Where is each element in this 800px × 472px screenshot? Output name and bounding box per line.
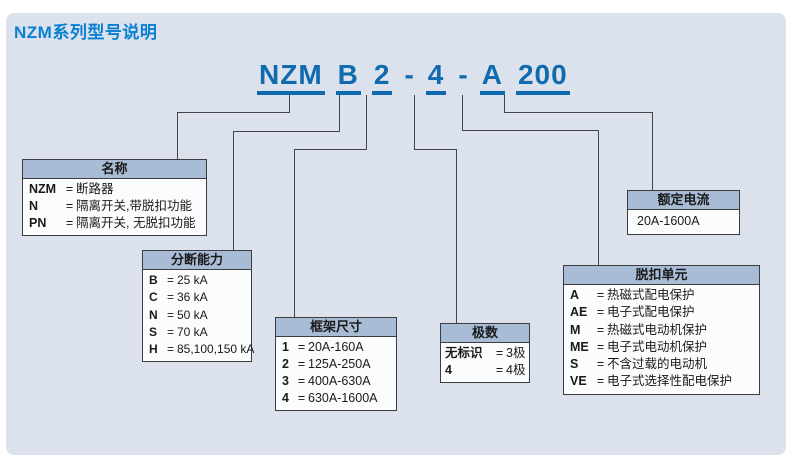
poles-row: 无标识=3极 bbox=[445, 346, 526, 360]
connector-line bbox=[233, 131, 340, 132]
connector-line bbox=[339, 95, 340, 131]
trip-row: AE=电子式配电保护 bbox=[570, 305, 695, 320]
model-segment-200: 200 bbox=[515, 61, 570, 95]
connector-line bbox=[177, 112, 178, 159]
breaking-row: H=85,100,150 kA bbox=[149, 342, 255, 357]
breaking-row: B=25 kA bbox=[149, 273, 208, 287]
model-dash: - bbox=[458, 59, 468, 90]
frame-row: 3=400A-630A bbox=[282, 374, 371, 388]
connector-line bbox=[504, 112, 652, 113]
model-segment-a: A bbox=[479, 61, 505, 95]
poles-box-header: 极数 bbox=[441, 324, 529, 343]
name-row: NZM=断路器 bbox=[29, 182, 114, 196]
rated-current-box-header: 额定电流 bbox=[628, 191, 739, 210]
frame-row: 2=125A-250A bbox=[282, 357, 371, 371]
breaking-capacity-box: 分断能力 B=25 kA C=36 kA N=50 kA S=70 kA H=8… bbox=[142, 250, 255, 363]
model-segment-4: 4 bbox=[425, 61, 447, 95]
page-title: NZM系列型号说明 bbox=[14, 23, 158, 42]
trip-row: S=不含过载的电动机 bbox=[570, 357, 708, 372]
trip-row: A=热磁式配电保护 bbox=[570, 288, 695, 302]
breaking-row: C=36 kA bbox=[149, 290, 208, 305]
breaking-capacity-box-header: 分断能力 bbox=[143, 251, 251, 270]
connector-line bbox=[598, 130, 599, 265]
connector-line bbox=[504, 95, 505, 112]
connector-line bbox=[414, 95, 415, 149]
connector-line bbox=[177, 112, 290, 113]
breaking-row: N=50 kA bbox=[149, 307, 208, 322]
frame-row: 1=20A-160A bbox=[282, 340, 364, 354]
connector-line bbox=[652, 112, 653, 190]
frame-row: 4=630A-1600A bbox=[282, 391, 378, 405]
trip-unit-box: 脱扣单元 A=热磁式配电保护 AE=电子式配电保护 M=热磁式电动机保护 ME=… bbox=[563, 265, 760, 395]
name-row: PN=隔离开关, 无脱扣功能 bbox=[29, 216, 196, 230]
connector-line bbox=[233, 131, 234, 250]
name-box-header: 名称 bbox=[23, 160, 206, 179]
connector-line bbox=[366, 95, 367, 149]
trip-row: ME=电子式电动机保护 bbox=[570, 339, 708, 354]
rated-current-value: 20A-1600A bbox=[637, 214, 700, 228]
poles-row: 4=4极 bbox=[445, 363, 526, 377]
frame-size-box: 框架尺寸 1=20A-160A 2=125A-250A 3=400A-630A … bbox=[275, 317, 397, 411]
model-segment-nzm: NZM bbox=[257, 61, 325, 95]
breaking-row: S=70 kA bbox=[149, 324, 208, 339]
poles-box: 极数 无标识=3极 4=4极 bbox=[440, 323, 530, 383]
trip-row: VE=电子式选择性配电保护 bbox=[570, 374, 733, 389]
name-row: N=隔离开关,带脱扣功能 bbox=[29, 199, 192, 213]
connector-line bbox=[462, 95, 463, 130]
trip-unit-box-header: 脱扣单元 bbox=[564, 266, 759, 285]
model-number: NZM B 2 - 4 - A 200 bbox=[257, 61, 570, 95]
connector-line bbox=[289, 95, 290, 112]
connector-line bbox=[294, 149, 367, 150]
trip-row: M=热磁式电动机保护 bbox=[570, 322, 708, 337]
frame-size-box-header: 框架尺寸 bbox=[276, 318, 396, 337]
connector-line bbox=[456, 149, 457, 323]
connector-line bbox=[294, 149, 295, 317]
name-box: 名称 NZM=断路器 N=隔离开关,带脱扣功能 PN=隔离开关, 无脱扣功能 bbox=[22, 159, 207, 236]
rated-current-box: 额定电流 20A-1600A bbox=[627, 190, 740, 235]
model-segment-2: 2 bbox=[371, 61, 393, 95]
model-dash: - bbox=[404, 59, 414, 90]
model-segment-b: B bbox=[335, 61, 361, 95]
connector-line bbox=[462, 130, 598, 131]
connector-line bbox=[414, 149, 457, 150]
